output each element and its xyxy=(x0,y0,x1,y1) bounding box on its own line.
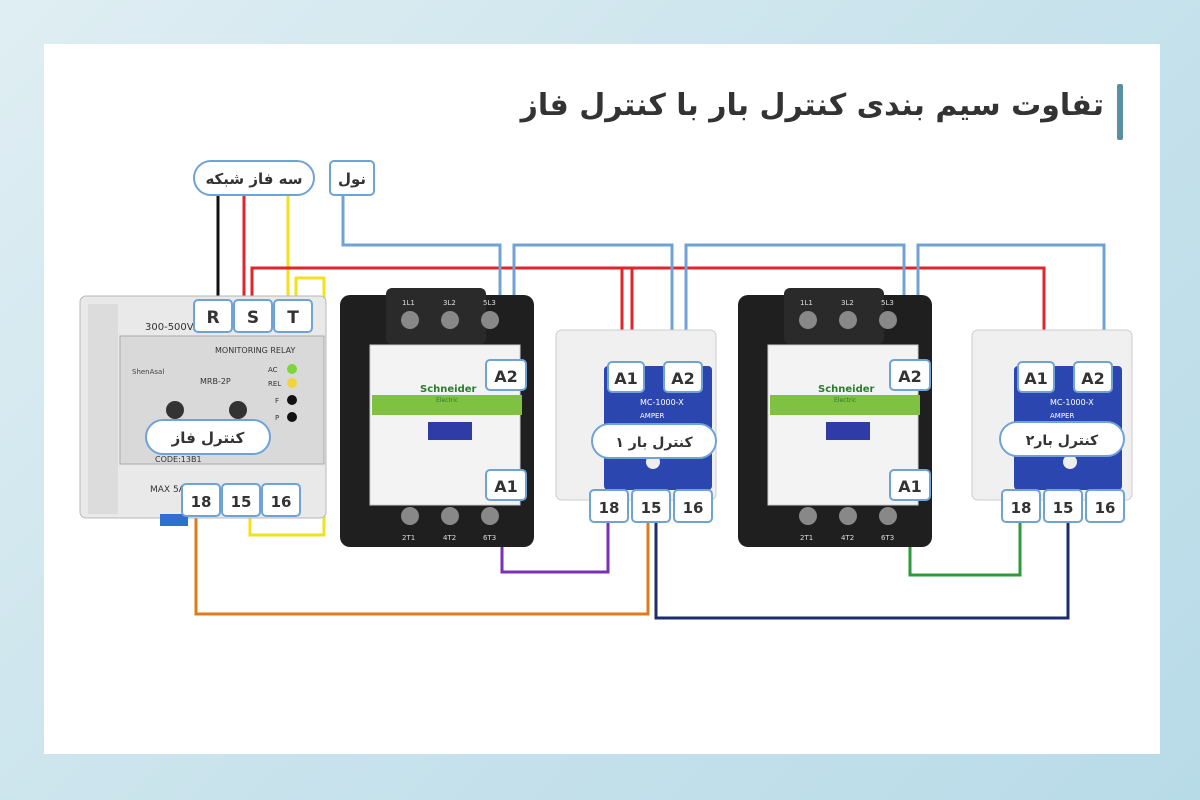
knob-icon xyxy=(1063,455,1077,469)
terminal-s: S xyxy=(247,308,259,328)
phase-control-text: کنترل فاز xyxy=(171,429,245,447)
led-rel-icon xyxy=(287,378,297,388)
load-relay-2-sub: AMPER xyxy=(1050,412,1074,420)
contactor-1-brand: Schneider xyxy=(420,384,477,395)
load-relay-2: MC-1000-X AMPER A1 A2 کنترل بار۲ 18 15 1… xyxy=(971,329,1133,523)
contactor-2-t3: 6T3 xyxy=(881,534,894,542)
load-relay-2-model: MC-1000-X xyxy=(1050,398,1094,407)
led-label-f: F xyxy=(275,397,279,405)
contactor-2-a2: A2 xyxy=(898,367,922,386)
contactor-2-brand-sub: Electric xyxy=(834,397,856,404)
load-relay-2-18: 18 xyxy=(1011,499,1032,517)
led-ac-icon xyxy=(287,364,297,374)
phase-control-label: کنترل فاز xyxy=(145,419,271,455)
load-relay-1: MC-1000-X AMPER A1 A2 کنترل بار ۱ 18 15 … xyxy=(555,329,717,523)
knob-icon xyxy=(229,401,247,419)
terminal-t: T xyxy=(287,308,299,328)
wire-navy xyxy=(654,522,1070,620)
contactor-1-a1: A1 xyxy=(494,477,518,496)
neutral-label: نول xyxy=(329,160,375,196)
phase-relay-code: CODE:13B1 xyxy=(155,455,202,464)
contactor-1-l3: 5L3 xyxy=(483,299,496,307)
phase-relay-brand: ShenAsal xyxy=(132,368,164,376)
neutral-text: نول xyxy=(338,170,366,188)
terminal-18: 18 xyxy=(191,493,212,511)
load-relay-1-16: 16 xyxy=(683,499,704,517)
led-p-icon xyxy=(287,412,297,422)
contactor-2-l1: 1L1 xyxy=(800,299,813,307)
load-relay-2-16: 16 xyxy=(1095,499,1116,517)
led-label-p: P xyxy=(275,414,279,422)
load-relay-1-a1: A1 xyxy=(614,369,638,388)
load-control-1-text: کنترل بار ۱ xyxy=(615,435,693,451)
contactor-1-l1: 1L1 xyxy=(402,299,415,307)
contactor-1-l2: 3L2 xyxy=(443,299,456,307)
wire-red-phase xyxy=(250,266,1046,362)
phase-relay-max: MAX 5A xyxy=(150,485,186,495)
led-label-ac: AC xyxy=(268,366,278,374)
terminal-16: 16 xyxy=(271,493,292,511)
knob-icon xyxy=(166,401,184,419)
load-relay-2-15: 15 xyxy=(1053,499,1074,517)
load-control-2-text: کنترل بار۲ xyxy=(1026,433,1099,449)
phase-relay-inputs: R S T xyxy=(193,299,313,333)
contactor-1: Schneider Electric 1L1 3L2 5L3 2T1 4T2 6… xyxy=(340,288,534,547)
led-f-icon xyxy=(287,395,297,405)
phase-relay-model: MRB-2P xyxy=(200,377,231,386)
contactor-2-l3: 5L3 xyxy=(881,299,894,307)
contactor-2-t2: 4T2 xyxy=(841,534,854,542)
contactor-2: Schneider Electric 1L1 3L2 5L3 2T1 4T2 6… xyxy=(738,288,932,547)
page-title: تفاوت سیم بندی کنترل بار با کنترل فاز xyxy=(520,88,1104,123)
terminal-r: R xyxy=(206,308,219,328)
contactor-2-t1: 2T1 xyxy=(800,534,813,542)
three-phase-text: سه فاز شبکه xyxy=(205,170,302,188)
terminal-15: 15 xyxy=(231,493,252,511)
load-relay-1-model: MC-1000-X xyxy=(640,398,684,407)
title-accent-bar xyxy=(1117,84,1123,140)
contactor-1-brand-sub: Electric xyxy=(436,397,458,404)
wire-orange xyxy=(194,515,650,616)
load-relay-1-15: 15 xyxy=(641,499,662,517)
phase-relay-voltage: 300-500VAC xyxy=(145,322,207,333)
led-label-rel: REL xyxy=(268,380,281,388)
load-relay-1-a2: A2 xyxy=(671,369,695,388)
contactor-1-t1: 2T1 xyxy=(402,534,415,542)
contactor-2-l2: 3L2 xyxy=(841,299,854,307)
contactor-2-a1: A1 xyxy=(898,477,922,496)
load-relay-1-18: 18 xyxy=(599,499,620,517)
load-relay-2-a2: A2 xyxy=(1081,369,1105,388)
load-relay-2-a1: A1 xyxy=(1024,369,1048,388)
three-phase-label: سه فاز شبکه xyxy=(193,160,315,196)
contactor-1-t3: 6T3 xyxy=(483,534,496,542)
din-clip xyxy=(160,514,188,526)
contactor-1-t2: 4T2 xyxy=(443,534,456,542)
phase-relay-header: MONITORING RELAY xyxy=(215,346,295,355)
contactor-2-brand: Schneider xyxy=(818,384,875,395)
phase-relay-outputs: 18 15 16 xyxy=(181,483,301,517)
contactor-1-a2: A2 xyxy=(494,367,518,386)
load-relay-1-sub: AMPER xyxy=(640,412,664,420)
